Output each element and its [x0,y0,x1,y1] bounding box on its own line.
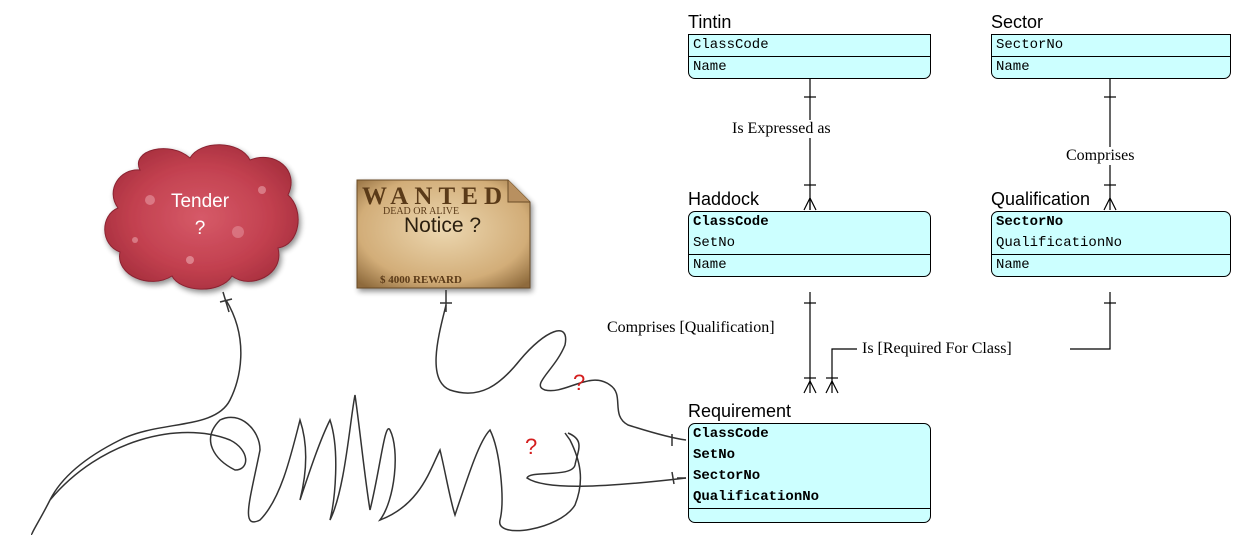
tender-label-line2: ? [194,218,206,239]
poster-reward-text: $ 4000 REWARD [380,274,462,286]
key-attribute: ClassCode [693,214,769,230]
key-attribute: ClassCode [693,426,769,442]
attribute: SetNo [693,235,736,251]
attribute: Name [996,59,1030,75]
entity-haddock[interactable]: Haddock ClassCode SetNo Name [688,189,931,277]
entity-sector[interactable]: Sector SectorNo Name [991,12,1231,79]
tender-connector [31,291,582,535]
entity-title: Qualification [991,189,1091,209]
attribute: ClassCode [693,37,769,53]
relationship-qualification-requirement [825,292,1116,394]
entity-title: Tintin [688,12,732,32]
attribute: Name [996,257,1030,273]
relationship-sector-qualification [1103,78,1117,211]
rel-label-sector-qualification: Comprises [1063,147,1138,165]
relationship-tintin-haddock [803,78,817,211]
attribute: Name [693,59,727,75]
notice-label: Notice ? [403,214,482,237]
entity-title: Haddock [688,189,760,209]
attribute: SectorNo [996,37,1064,53]
key-attribute: SectorNo [996,214,1064,230]
key-attribute: QualificationNo [693,489,820,505]
question-mark-lower: ? [525,434,538,459]
entity-title: Sector [991,12,1044,32]
notice-connector [435,290,687,446]
poster-subtitle-text: DEAD OR ALIVE [383,206,459,217]
entity-requirement[interactable]: Requirement ClassCode SetNo SectorNo Qua… [688,401,931,523]
rel-label-tintin-haddock: Is Expressed as [729,120,834,138]
attribute: QualificationNo [996,235,1123,251]
entity-qualification[interactable]: Qualification SectorNo QualificationNo N… [991,189,1231,277]
key-attribute: SetNo [693,447,736,463]
entity-title: Requirement [688,401,792,421]
attribute: Name [693,257,727,273]
notice-poster [356,179,531,289]
tender-cloud [104,144,299,290]
question-connector-2 [526,432,687,488]
rel-label-qualification-requirement: Is [Required For Class] [859,340,1015,358]
tender-label-line1: Tender [170,191,230,212]
rel-label-haddock-requirement: Comprises [Qualification] [604,319,778,337]
question-mark-upper: ? [573,370,586,395]
key-attribute: SectorNo [693,468,761,484]
entity-tintin[interactable]: Tintin ClassCode Name [688,12,931,79]
tender-label: Tender ? [150,188,250,242]
relationship-haddock-requirement [803,292,817,394]
